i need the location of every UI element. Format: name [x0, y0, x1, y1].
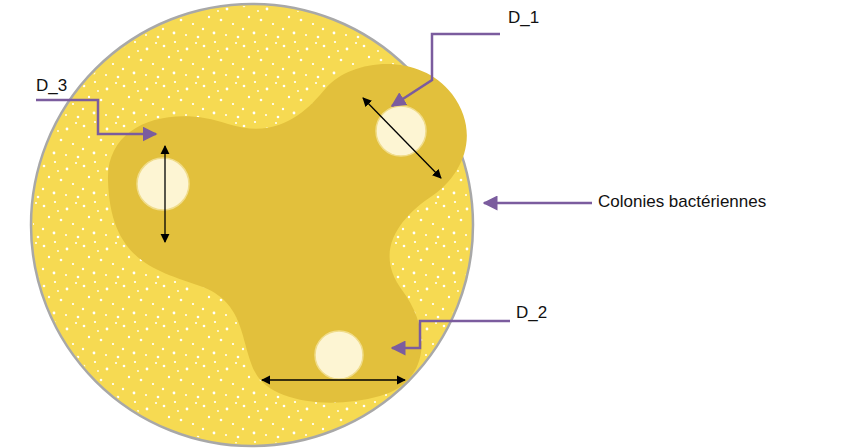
antibiotic-disc [376, 106, 426, 156]
bacterial-colonies [33, 6, 471, 444]
antibiotic-disc [137, 158, 189, 210]
antibiotic-disc [315, 331, 363, 379]
agar-plate [31, 4, 473, 446]
leader-line [484, 202, 592, 205]
leader-line [36, 100, 156, 134]
diameter-arrow [262, 379, 405, 380]
dimension-label: D_1 [508, 8, 539, 28]
dimension-label: D_2 [516, 303, 547, 323]
leader-line [392, 34, 500, 106]
dimension-label: D_3 [36, 76, 67, 96]
leader-line [392, 321, 510, 348]
inhibition-zone [108, 64, 467, 403]
diameter-arrow [164, 146, 165, 242]
diameter-arrow [363, 98, 441, 178]
callout-label: Colonies bactériennes [598, 192, 766, 212]
